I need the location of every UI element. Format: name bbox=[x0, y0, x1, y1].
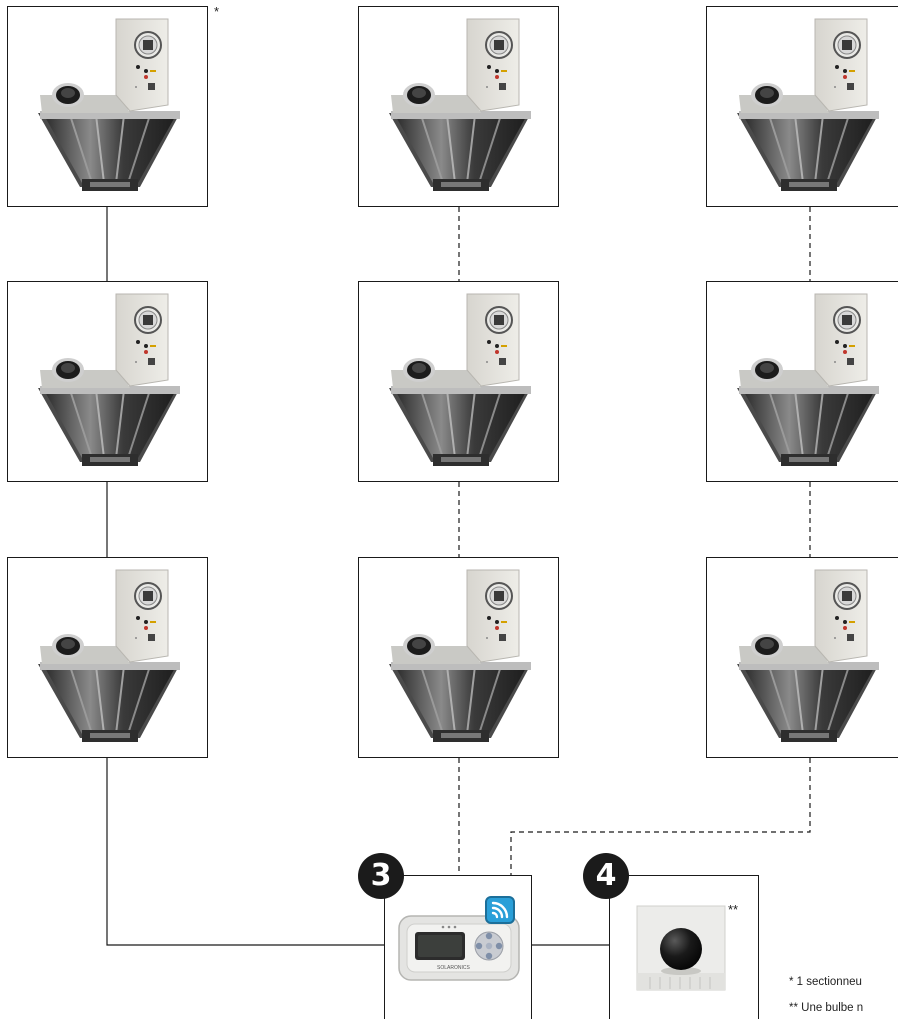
radiant-heater-image bbox=[729, 566, 889, 746]
controller-box: SOLARONICS bbox=[384, 875, 532, 1019]
footnote-line-2: ** Une bulbe n bbox=[789, 1002, 863, 1014]
sensor-box: ** bbox=[609, 875, 759, 1019]
radiant-heater-image bbox=[381, 15, 541, 195]
sensor-footnote-marker: ** bbox=[728, 902, 738, 917]
footnote-line-1: * 1 sectionneu bbox=[789, 976, 862, 988]
heater-box-c3-r3 bbox=[706, 557, 898, 758]
dashed-link-c3-to-controller bbox=[511, 758, 810, 875]
heater-box-c1-r1 bbox=[7, 6, 208, 207]
controller-brand: SOLARONICS bbox=[437, 965, 470, 971]
radiant-heater-image bbox=[381, 290, 541, 470]
radiant-heater-image bbox=[30, 566, 190, 746]
heater-box-c2-r3 bbox=[358, 557, 559, 758]
step-number-badge: 3 bbox=[358, 853, 404, 899]
radiant-heater-image bbox=[729, 15, 889, 195]
solid-link-to-controller bbox=[107, 758, 384, 945]
heater-footnote-marker: * bbox=[214, 4, 219, 19]
wifi-icon bbox=[485, 896, 515, 924]
heater-box-c3-r2 bbox=[706, 281, 898, 482]
step-number-badge: 4 bbox=[583, 853, 629, 899]
heater-box-c3-r1 bbox=[706, 6, 898, 207]
radiant-heater-image bbox=[30, 290, 190, 470]
radiant-heater-image bbox=[381, 566, 541, 746]
radiant-heater-image bbox=[729, 290, 889, 470]
heater-box-c2-r1 bbox=[358, 6, 559, 207]
heater-box-c1-r3 bbox=[7, 557, 208, 758]
heater-box-c1-r2 bbox=[7, 281, 208, 482]
black-bulb-sensor-image bbox=[636, 905, 726, 991]
radiant-heater-image bbox=[30, 15, 190, 195]
heater-box-c2-r2 bbox=[358, 281, 559, 482]
